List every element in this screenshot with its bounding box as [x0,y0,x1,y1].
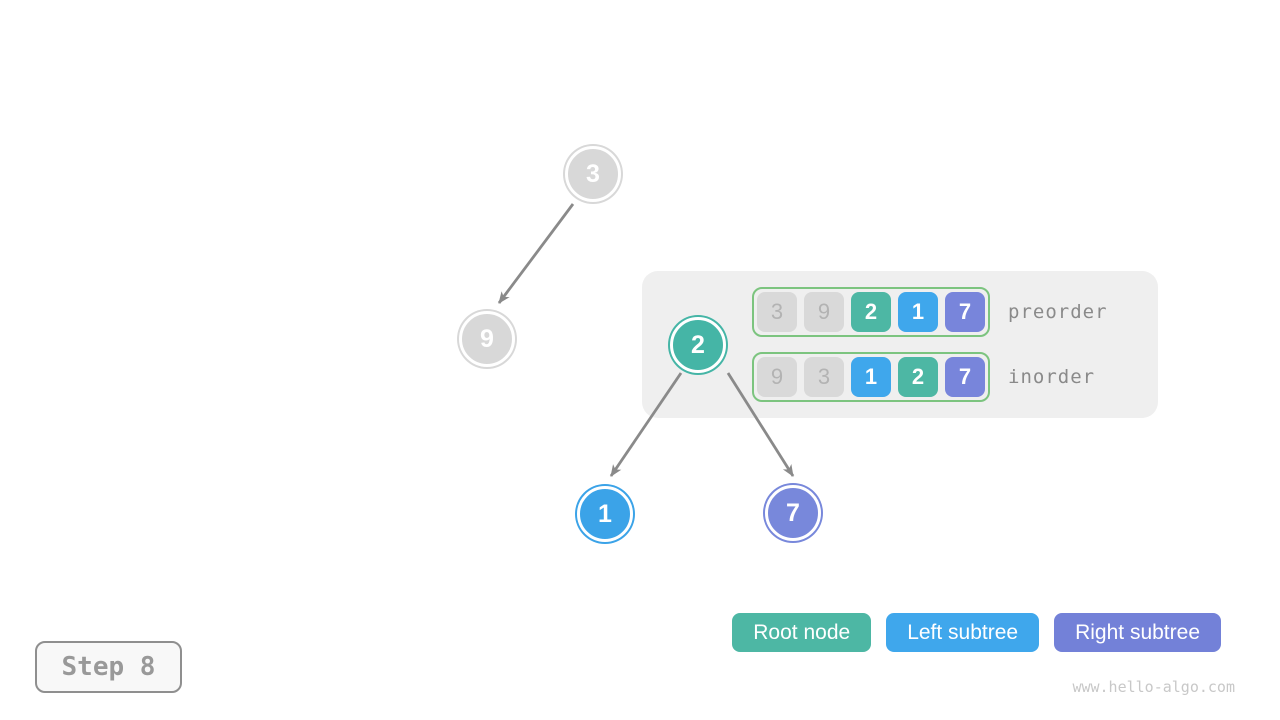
edge-2-to-7 [726,372,795,477]
tree-node-3: 3 [565,146,621,202]
inorder-cell-3: 2 [898,357,938,397]
inorder-cell-0: 9 [757,357,797,397]
tree-node-9-value: 9 [480,324,494,353]
legend-left-subtree: Left subtree [886,613,1040,652]
watermark: www.hello-algo.com [1072,678,1235,696]
preorder-cell-3: 1 [898,292,938,332]
inorder-cell-1: 3 [804,357,844,397]
legend: Root node Left subtree Right subtree [732,613,1221,652]
preorder-cell-1: 9 [804,292,844,332]
tree-node-2-value: 2 [691,330,705,359]
inorder-label: inorder [1008,366,1096,388]
tree-node-2: 2 [670,317,726,373]
inorder-row: 9 3 1 2 7 inorder [752,352,1095,402]
tree-node-1-value: 1 [598,499,612,528]
tree-node-3-value: 3 [586,159,600,188]
tree-node-9: 9 [459,311,515,367]
preorder-label: preorder [1008,301,1108,323]
preorder-row: 3 9 2 1 7 preorder [752,287,1108,337]
step-badge: Step 8 [35,641,182,693]
inorder-cell-2: 1 [851,357,891,397]
legend-root-node: Root node [732,613,872,652]
preorder-cell-2: 2 [851,292,891,332]
legend-right-subtree: Right subtree [1054,613,1221,652]
tree-node-1: 1 [577,486,633,542]
tree-node-7: 7 [765,485,821,541]
tree-node-7-value: 7 [786,498,800,527]
preorder-cell-0: 3 [757,292,797,332]
edge-2-to-1 [609,372,683,477]
preorder-cell-4: 7 [945,292,985,332]
traversal-panel: 3 9 2 1 7 preorder 9 3 1 2 7 inorder [642,271,1158,418]
inorder-cell-4: 7 [945,357,985,397]
edge-3-to-9 [497,203,575,304]
inorder-array: 9 3 1 2 7 [752,352,990,402]
preorder-array: 3 9 2 1 7 [752,287,990,337]
